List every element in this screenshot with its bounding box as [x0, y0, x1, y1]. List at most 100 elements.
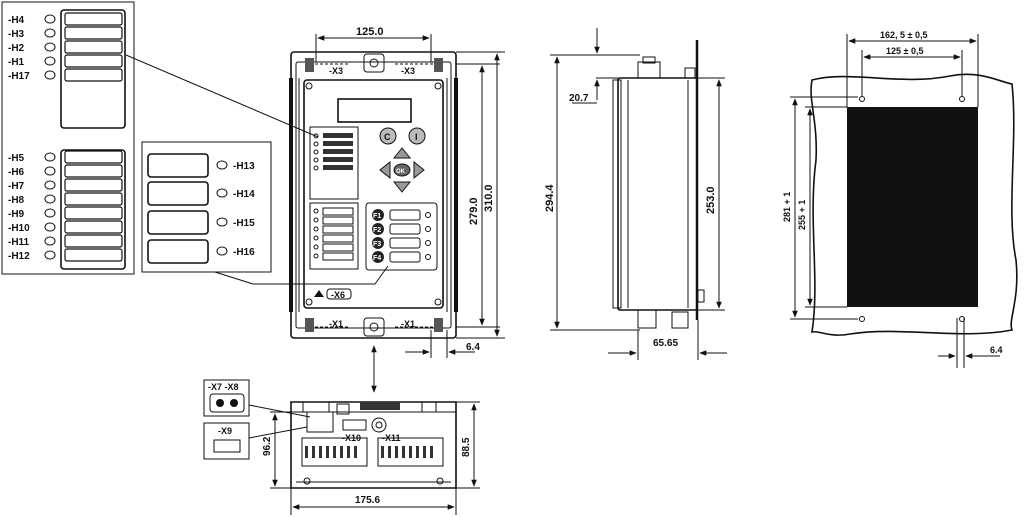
led-label: -H10: [8, 223, 30, 234]
led-slot: [64, 192, 123, 206]
front-dimensions: 125.0 279.0 310.0 6.4: [315, 26, 505, 393]
led-slot: [147, 181, 209, 206]
led-row-h2: -H2: [8, 40, 123, 54]
key-i-button[interactable]: I: [408, 127, 426, 145]
function-key-f4[interactable]: F4: [372, 251, 431, 263]
led-icon: [44, 70, 56, 80]
led-slot: [64, 12, 123, 26]
led-icon: [44, 56, 56, 66]
led-slot: [147, 239, 209, 264]
dim-cutout-width-125: 125 ± 0,5: [886, 46, 923, 56]
lcd-display: [337, 98, 412, 123]
dim-cutout-height-255: 255 + 1: [797, 200, 807, 230]
led-icon: [216, 160, 228, 170]
led-slot: [64, 234, 123, 248]
side-dimensions: 20.7 294.4 253.0 65.65: [544, 28, 727, 360]
led-row-h13: -H13: [147, 153, 255, 178]
connector-x1-right: -X1: [401, 319, 415, 329]
led-icon: [216, 246, 228, 256]
dim-offset-6-4: 6.4: [466, 342, 480, 353]
key-ok-label: OK: [396, 169, 406, 175]
led-label: -H3: [8, 29, 25, 40]
led-slot: [64, 26, 123, 40]
led-label: -H14: [233, 189, 255, 200]
dim-height-279: 279.0: [468, 197, 480, 225]
dim-height-310: 310.0: [483, 184, 495, 212]
function-key-f2[interactable]: F2: [372, 223, 431, 235]
dim-height-88-5: 88.5: [461, 437, 472, 457]
function-key-label: F4: [373, 255, 381, 262]
bottom-dimensions: 96.2 88.5 175.6: [262, 401, 480, 515]
led-label: -H11: [8, 237, 30, 248]
led-row-h14: -H14: [147, 181, 255, 206]
bottom-view: -X10 -X11: [290, 401, 457, 489]
ground-screw-icon: [371, 417, 387, 433]
led-icon: [44, 236, 56, 246]
connector-x3-right: -X3: [401, 66, 415, 76]
connector-x9-label: -X9: [218, 426, 232, 436]
led-icon: [44, 166, 56, 176]
x9-detail: -X9: [203, 422, 308, 460]
function-key-f3[interactable]: F3: [372, 237, 431, 249]
led-icon: [44, 250, 56, 260]
terminal-block-right: [377, 437, 444, 467]
arrow-left-icon[interactable]: [379, 160, 391, 180]
led-row-h9: -H9: [8, 206, 123, 220]
led-icon: [216, 217, 228, 227]
port-x10: [342, 419, 367, 431]
led-label: -H9: [8, 209, 25, 220]
led-icon: [44, 28, 56, 38]
cutout-view: [810, 73, 1018, 336]
led-group-right: -H13 -H14 -H15 -H16: [141, 141, 272, 273]
key-c-button[interactable]: C: [379, 127, 397, 145]
led-label: -H12: [8, 251, 30, 262]
front-view: C I OK F1 F2 F3: [289, 51, 458, 339]
led-icon: [44, 194, 56, 204]
led-slot: [64, 248, 123, 262]
port-x9: [306, 411, 334, 433]
led-row-h3: -H3: [8, 26, 123, 40]
dim-cutout-height-281: 281 + 1: [782, 192, 792, 222]
arrow-up-icon[interactable]: [392, 147, 412, 159]
leader-line-top: [125, 54, 319, 138]
led-icon: [44, 42, 56, 52]
led-label: -H4: [8, 15, 25, 26]
led-slot: [64, 150, 123, 164]
connector-x3-left: -X3: [329, 66, 343, 76]
front-connector-label: -X6: [331, 290, 345, 300]
dim-height-96-2: 96.2: [262, 436, 273, 456]
function-key-label: F3: [373, 241, 381, 248]
led-row-h17: -H17: [8, 68, 123, 82]
led-slot: [147, 210, 209, 235]
arrow-right-icon[interactable]: [413, 160, 425, 180]
led-row-h10: -H10: [8, 220, 123, 234]
terminal-block-left: [301, 437, 368, 467]
dim-width-175-6: 175.6: [355, 495, 380, 506]
led-row-h6: -H6: [8, 164, 123, 178]
led-label: -H17: [8, 71, 30, 82]
dim-depth-65-65: 65.65: [653, 338, 678, 349]
dim-width-125: 125.0: [356, 26, 384, 38]
led-row-h7: -H7: [8, 178, 123, 192]
led-slot: [64, 164, 123, 178]
dim-height-253: 253.0: [705, 186, 717, 214]
led-row-h15: -H15: [147, 210, 255, 235]
arrow-down-icon[interactable]: [392, 181, 412, 193]
connector-x10-label: -X10: [342, 433, 361, 443]
panel-cutout: [847, 107, 978, 307]
side-view: [612, 40, 705, 329]
led-row-h5: -H5: [8, 150, 123, 164]
dim-height-294-4: 294.4: [544, 184, 556, 212]
led-slot: [64, 54, 123, 68]
led-row-h11: -H11: [8, 234, 123, 248]
led-group-top: -H4 -H3 -H2 -H1 -H17: [8, 12, 123, 82]
dim-cutout-width-162-5: 162, 5 ± 0,5: [880, 30, 927, 40]
led-label: -H5: [8, 153, 25, 164]
key-ok-button[interactable]: OK: [393, 163, 411, 177]
function-key-f1[interactable]: F1: [372, 209, 431, 221]
leader-line-bottom: [214, 271, 254, 285]
cutout-dimensions: 162, 5 ± 0,5 125 ± 0,5 281 + 1 255 + 1 6…: [782, 30, 1003, 368]
led-label: -H16: [233, 247, 255, 258]
led-row-h1: -H1: [8, 54, 123, 68]
